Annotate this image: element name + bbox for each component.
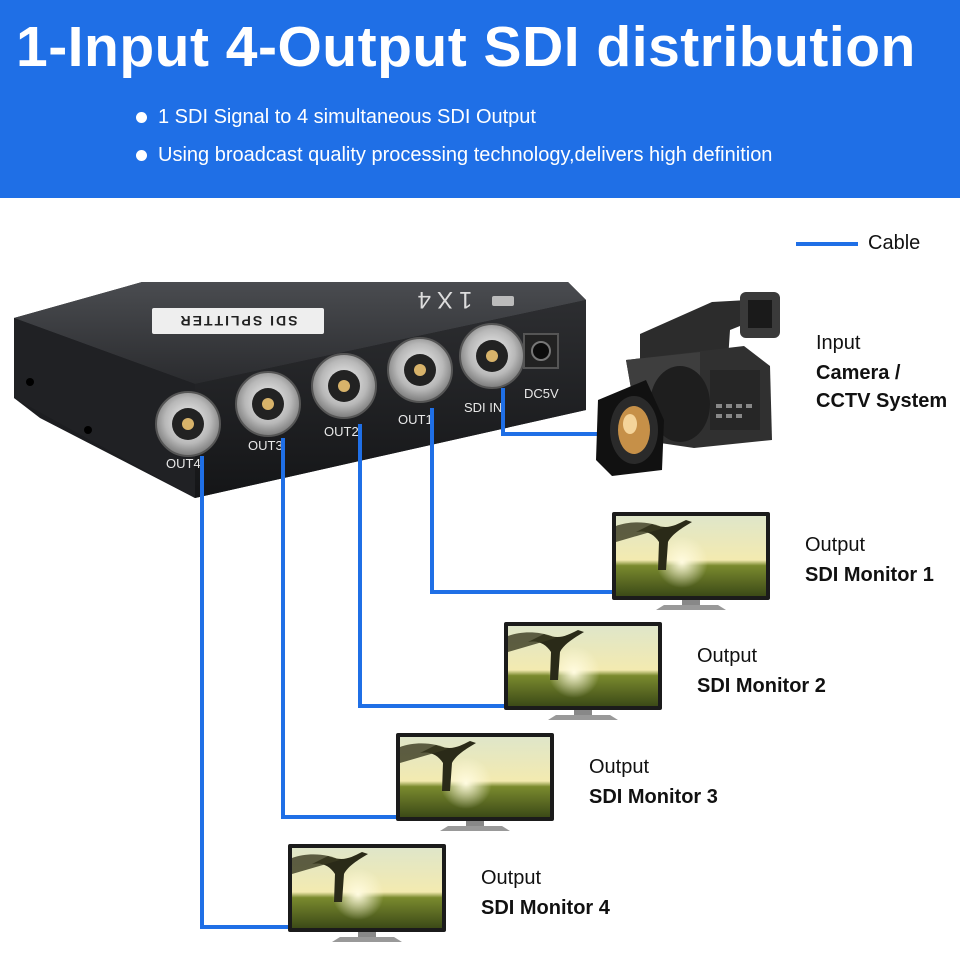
- input-name-line1: Camera /: [816, 362, 901, 384]
- output-kind: Output: [481, 867, 542, 889]
- port-label-sdi-in: SDI IN: [464, 400, 502, 415]
- port-label-out1: OUT1: [398, 412, 433, 427]
- input-kind: Input: [816, 332, 861, 354]
- output-name: SDI Monitor 3: [589, 786, 718, 808]
- cable-out4: [200, 456, 292, 929]
- output-label-4: Output SDI Monitor 4: [481, 863, 610, 923]
- output-name: SDI Monitor 2: [697, 675, 826, 697]
- legend-label: Cable: [868, 232, 921, 254]
- feature-item: Using broadcast quality processing techn…: [136, 142, 772, 180]
- output-kind: Output: [589, 756, 650, 778]
- output-name: SDI Monitor 1: [805, 564, 934, 586]
- cables: [200, 388, 616, 929]
- camera-icon: [596, 292, 780, 476]
- power-label: DC5V: [524, 386, 559, 401]
- output-label-3: Output SDI Monitor 3: [589, 752, 718, 812]
- port-label-out2: OUT2: [324, 424, 359, 439]
- sdi-monitor-1: [612, 512, 770, 610]
- input-name-line2: CCTV System: [816, 390, 948, 412]
- sdi-splitter-device: SDI SPLITTER 1X4 OUT4 OUT3 OUT2 OUT1 SDI…: [14, 282, 586, 498]
- cable-out1: [430, 408, 616, 594]
- port-label-out3: OUT3: [248, 438, 283, 453]
- sdi-monitor-3: [396, 733, 554, 831]
- page-title: 1-Input 4-Output SDI distribution: [16, 15, 916, 79]
- bnc-port-out3[interactable]: [235, 371, 301, 437]
- device-badge: SDI SPLITTER: [179, 313, 298, 329]
- port-label-out4: OUT4: [166, 456, 201, 471]
- output-name: SDI Monitor 4: [481, 897, 610, 919]
- feature-list: 1 SDI Signal to 4 simultaneous SDI Outpu…: [136, 104, 772, 180]
- device-model: 1X4: [412, 286, 473, 313]
- cable-out3: [281, 438, 400, 819]
- input-label: Input Camera / CCTV System: [816, 328, 947, 416]
- output-kind: Output: [805, 534, 866, 556]
- output-label-1: Output SDI Monitor 1: [805, 530, 934, 590]
- output-label-2: Output SDI Monitor 2: [697, 641, 826, 701]
- cable-input: [501, 388, 604, 436]
- sdi-monitor-4: [288, 844, 446, 942]
- bnc-port-sdi-in[interactable]: [459, 323, 525, 389]
- sdi-monitor-2: [504, 622, 662, 720]
- header-banner: 1-Input 4-Output SDI distribution 1 SDI …: [0, 0, 960, 198]
- feature-item: 1 SDI Signal to 4 simultaneous SDI Outpu…: [136, 104, 772, 142]
- cable-legend-swatch: [796, 242, 858, 246]
- bnc-port-out4[interactable]: [155, 391, 221, 457]
- cable-out2: [358, 424, 508, 708]
- output-kind: Output: [697, 645, 758, 667]
- bnc-port-out2[interactable]: [311, 353, 377, 419]
- bnc-port-out1[interactable]: [387, 337, 453, 403]
